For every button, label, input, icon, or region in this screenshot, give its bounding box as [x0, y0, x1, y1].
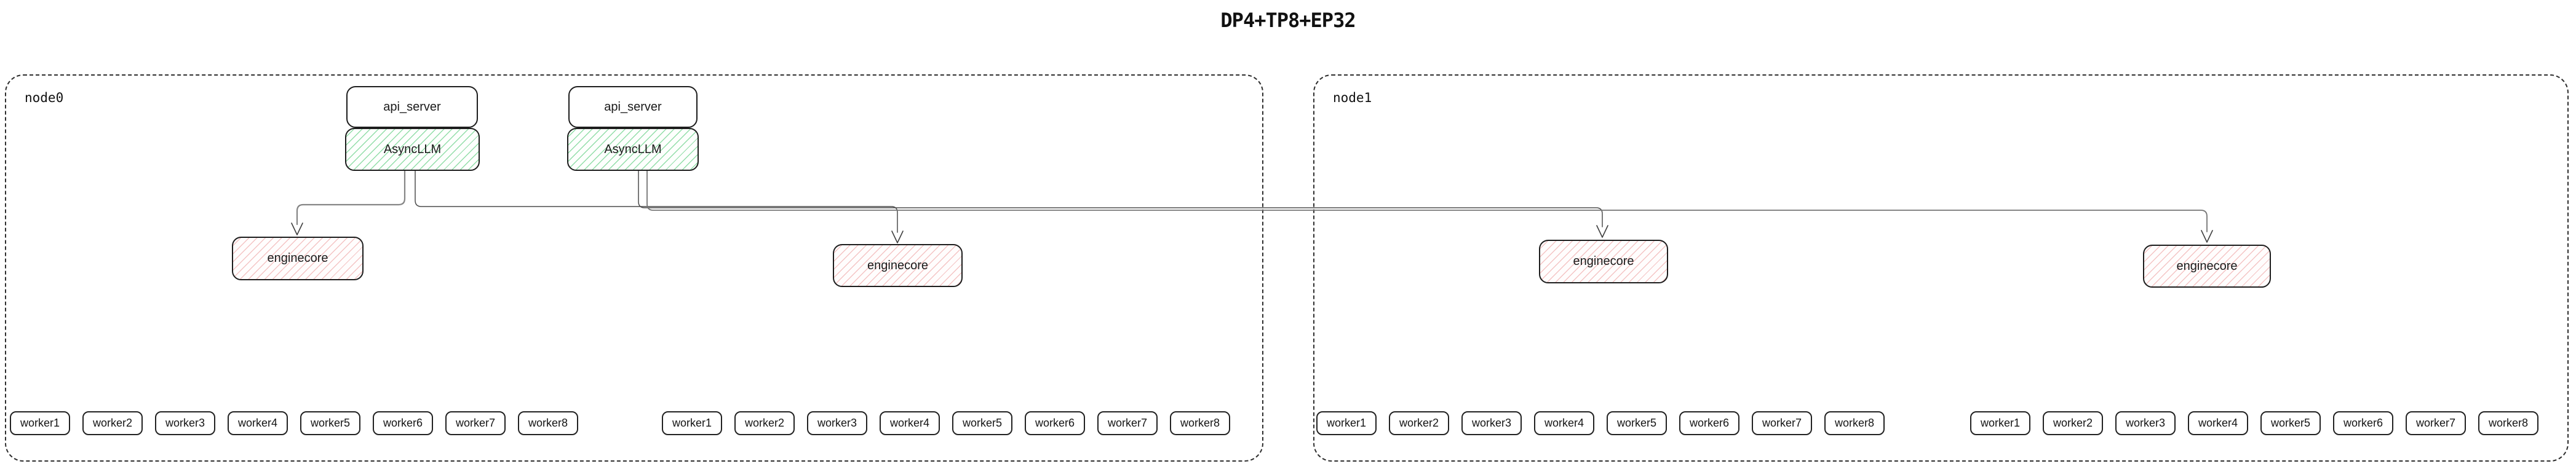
worker-box: worker8: [1824, 411, 1885, 435]
worker-box: worker5: [300, 411, 360, 435]
worker-box: worker1: [1316, 411, 1377, 435]
node1-worker-group-1: worker1 worker2 worker3 worker4 worker5 …: [1316, 411, 1885, 435]
worker-box: worker2: [2043, 411, 2103, 435]
worker-box: worker8: [1170, 411, 1230, 435]
worker-box: worker6: [373, 411, 433, 435]
node0-label: node0: [25, 90, 64, 105]
worker-box: worker1: [662, 411, 722, 435]
enginecore-box-2: enginecore: [833, 244, 963, 287]
worker-box: worker4: [2188, 411, 2248, 435]
worker-box: worker4: [1534, 411, 1594, 435]
worker-box: worker5: [1607, 411, 1667, 435]
worker-box: worker3: [807, 411, 867, 435]
node0-container: node0: [5, 74, 1263, 462]
worker-box: worker2: [1389, 411, 1449, 435]
worker-box: worker8: [518, 411, 578, 435]
worker-box: worker3: [2115, 411, 2176, 435]
enginecore-box-4: enginecore: [2143, 245, 2271, 288]
worker-box: worker4: [228, 411, 288, 435]
node1-label: node1: [1333, 90, 1372, 105]
enginecore-box-1: enginecore: [232, 237, 364, 280]
worker-box: worker6: [1679, 411, 1739, 435]
api-server-box-1: api_server: [346, 86, 478, 128]
worker-box: worker7: [1097, 411, 1158, 435]
worker-box: worker7: [1752, 411, 1812, 435]
node1-container: node1: [1313, 74, 2569, 462]
diagram-title: DP4+TP8+EP32: [1220, 9, 1356, 32]
worker-box: worker2: [734, 411, 795, 435]
worker-box: worker8: [2478, 411, 2538, 435]
worker-box: worker2: [82, 411, 143, 435]
worker-box: worker3: [1461, 411, 1522, 435]
worker-box: worker6: [2333, 411, 2393, 435]
worker-box: worker5: [2260, 411, 2321, 435]
worker-box: worker5: [952, 411, 1012, 435]
worker-box: worker4: [880, 411, 940, 435]
worker-box: worker7: [2406, 411, 2466, 435]
worker-box: worker6: [1025, 411, 1085, 435]
worker-box: worker1: [10, 411, 70, 435]
asyncllm-box-1: AsyncLLM: [345, 128, 480, 171]
worker-box: worker7: [445, 411, 506, 435]
node1-worker-group-2: worker1 worker2 worker3 worker4 worker5 …: [1970, 411, 2538, 435]
worker-box: worker1: [1970, 411, 2030, 435]
node0-worker-group-2: worker1 worker2 worker3 worker4 worker5 …: [662, 411, 1230, 435]
worker-box: worker3: [155, 411, 215, 435]
api-server-box-2: api_server: [568, 86, 698, 128]
asyncllm-box-2: AsyncLLM: [567, 128, 699, 171]
node0-worker-group-1: worker1 worker2 worker3 worker4 worker5 …: [10, 411, 578, 435]
enginecore-box-3: enginecore: [1539, 240, 1668, 283]
